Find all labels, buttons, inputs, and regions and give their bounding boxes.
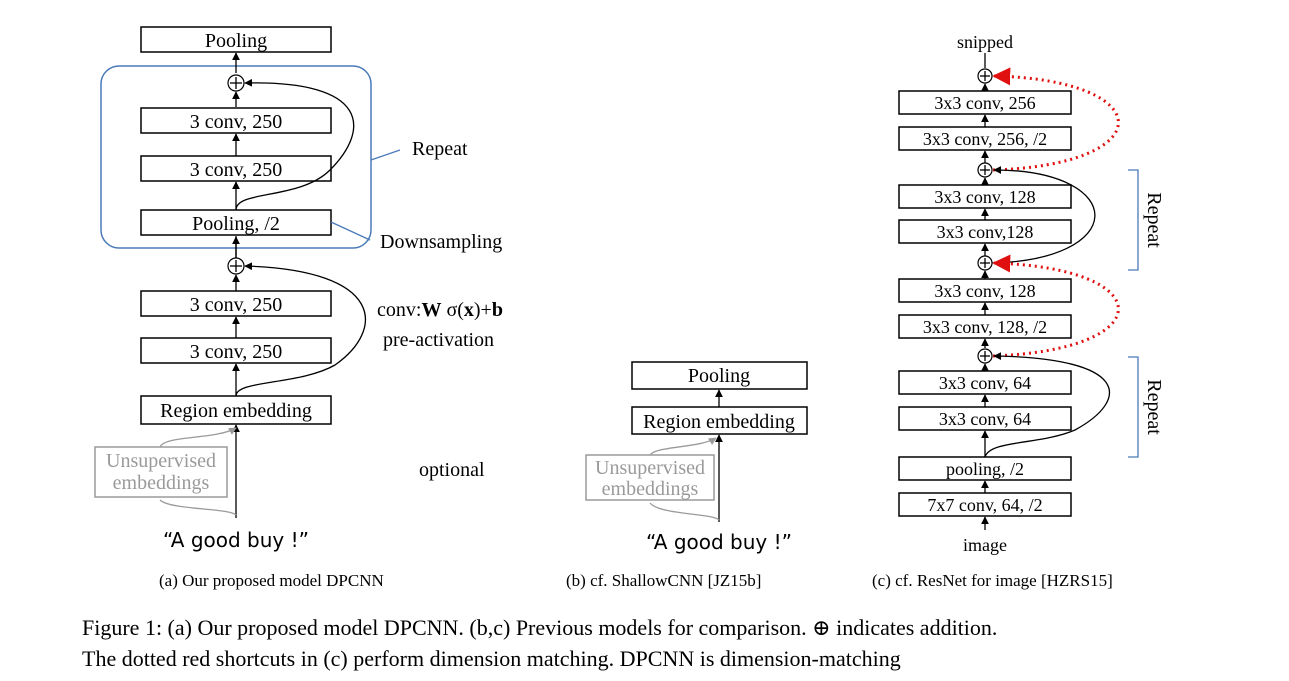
lower-conv-1-label: 3 conv, 250 bbox=[190, 294, 283, 316]
c-dotted-shortcut-1 bbox=[992, 67, 1120, 172]
c-repeat-bracket-upper bbox=[1128, 169, 1139, 271]
optional-label: optional bbox=[419, 459, 485, 481]
c-conv-128-a-label: 3x3 conv, 128 bbox=[934, 187, 1035, 207]
b-region-embedding-box bbox=[631, 406, 808, 435]
c-pooling-half-box bbox=[898, 456, 1072, 481]
c-conv-7x7-label: 7x7 conv, 64, /2 bbox=[927, 495, 1042, 515]
c-conv-256-label: 3x3 conv, 256 bbox=[934, 93, 1035, 113]
downsampling-label: Downsampling bbox=[380, 231, 502, 253]
c-conv-128-c-label: 3x3 conv, 128 bbox=[934, 281, 1035, 301]
c-image-label: image bbox=[963, 535, 1007, 555]
c-repeat-bracket-lower bbox=[1128, 356, 1139, 458]
c-shortcut-upper bbox=[984, 166, 1096, 264]
panel-c: snipped 3x3 conv, 256 3x3 conv, 256, /2 … bbox=[872, 32, 1165, 590]
figure-caption: Figure 1: (a) Our proposed model DPCNN. … bbox=[82, 612, 1282, 674]
b-unsupervised-box bbox=[585, 454, 715, 501]
region-embedding-label: Region embedding bbox=[160, 400, 312, 422]
c-conv-64-b-box bbox=[898, 406, 1072, 431]
panel-b: Pooling Region embedding Unsupervised em… bbox=[566, 361, 808, 590]
caption-b: (b) cf. ShallowCNN [JZ15b] bbox=[566, 571, 761, 590]
unsupervised-embeddings-box bbox=[94, 446, 228, 498]
c-conv-256-half-label: 3x3 conv, 256, /2 bbox=[923, 129, 1047, 149]
input-text-a: “A good buy !” bbox=[163, 528, 309, 552]
c-conv-128-a-box bbox=[898, 184, 1072, 209]
c-repeat-label-upper: Repeat bbox=[1143, 192, 1165, 248]
shortcut-lower bbox=[235, 262, 366, 397]
c-shortcut-lower bbox=[984, 352, 1111, 458]
block-conv-1-label: 3 conv, 250 bbox=[190, 111, 283, 133]
c-conv-128-c-box bbox=[898, 278, 1072, 303]
top-pooling-box bbox=[140, 26, 332, 53]
input-text-b: “A good buy !” bbox=[646, 530, 792, 554]
c-conv-128-half-label: 3x3 conv, 128, /2 bbox=[923, 317, 1047, 337]
lower-conv-2-label: 3 conv, 250 bbox=[190, 341, 283, 363]
c-conv-64-b-label: 3x3 conv, 64 bbox=[939, 409, 1031, 429]
snipped-label: snipped bbox=[957, 32, 1013, 52]
figure-diagram: Pooling 3 conv, 250 3 conv, 250 Pooling,… bbox=[94, 26, 1165, 590]
c-conv-256-box bbox=[898, 90, 1072, 115]
block-pool-label: Pooling, /2 bbox=[192, 213, 280, 235]
c-conv-128-half-box bbox=[898, 314, 1072, 339]
c-conv-256-half-box bbox=[898, 126, 1072, 151]
panel-a: Pooling 3 conv, 250 3 conv, 250 Pooling,… bbox=[94, 26, 503, 590]
figure-caption-line-2: The dotted red shortcuts in (c) perform … bbox=[82, 646, 901, 671]
caption-c: (c) cf. ResNet for image [HZRS15] bbox=[872, 571, 1113, 590]
caption-a: (a) Our proposed model DPCNN bbox=[159, 571, 384, 590]
b-pooling-label: Pooling bbox=[688, 365, 750, 387]
c-conv-128-b-label: 3x3 conv,128 bbox=[937, 222, 1034, 242]
c-conv-64-a-label: 3x3 conv, 64 bbox=[939, 373, 1031, 393]
caption-line1-suffix: indicates addition. bbox=[830, 615, 998, 640]
c-conv-128-b-box bbox=[898, 219, 1072, 244]
lower-conv-2-box bbox=[140, 337, 332, 364]
caption-line1-prefix: Figure 1: (a) Our proposed model DPCNN. … bbox=[82, 615, 813, 640]
block-conv-1-box bbox=[140, 107, 332, 134]
b-unsupervised-label-1: Unsupervised bbox=[595, 457, 705, 479]
region-embedding-box bbox=[140, 395, 332, 425]
unsupervised-label-2: embeddings bbox=[113, 472, 210, 494]
c-conv-7x7-box bbox=[898, 492, 1072, 517]
block-conv-2-label: 3 conv, 250 bbox=[190, 159, 283, 181]
shortcut-upper bbox=[235, 78, 355, 211]
b-region-embedding-label: Region embedding bbox=[643, 411, 795, 433]
block-pool-box bbox=[140, 209, 332, 236]
b-pooling-box bbox=[631, 361, 808, 390]
unsupervised-label-1: Unsupervised bbox=[106, 450, 216, 472]
addition-symbol: ⊕ bbox=[812, 615, 831, 640]
c-pooling-half-label: pooling, /2 bbox=[946, 459, 1024, 479]
top-pooling-label: Pooling bbox=[205, 30, 267, 52]
c-conv-64-a-box bbox=[898, 370, 1072, 395]
c-dotted-shortcut-2 bbox=[992, 254, 1120, 358]
repeat-label-a: Repeat bbox=[412, 138, 468, 160]
b-unsupervised-label-2: embeddings bbox=[602, 478, 699, 500]
figure-caption-line-1: Figure 1: (a) Our proposed model DPCNN. … bbox=[82, 612, 1282, 643]
c-repeat-label-lower: Repeat bbox=[1143, 379, 1165, 435]
lower-conv-1-box bbox=[140, 290, 332, 317]
conv-formula: conv:W σ(x)+b bbox=[377, 299, 503, 321]
preactivation-label: pre-activation bbox=[383, 329, 494, 351]
